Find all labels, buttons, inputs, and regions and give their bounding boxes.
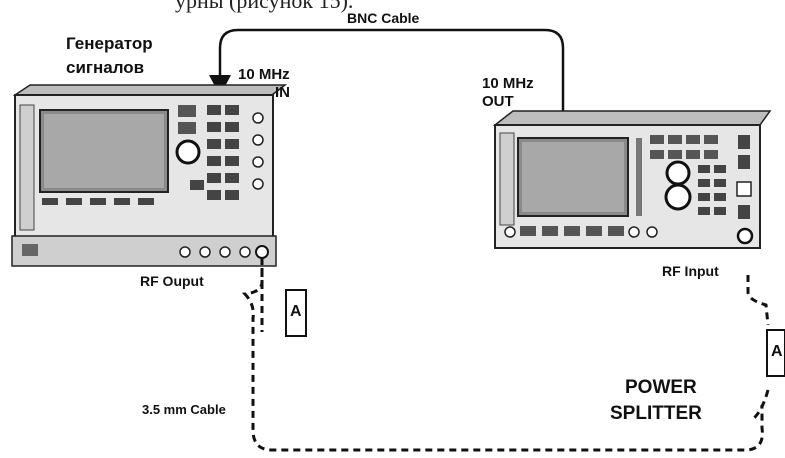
analyzer-instrument <box>492 110 772 249</box>
attenuator-left-body <box>285 289 307 337</box>
ref-in-label-line2: IN <box>275 84 290 101</box>
signal-generator-instrument <box>11 84 288 267</box>
page-caption: урны (рисунок 15). <box>175 0 354 13</box>
power-splitter-label-line2: SPLITTER <box>610 403 702 424</box>
rf-cable-paths <box>241 258 770 452</box>
rf-input-label: RF Input <box>662 263 719 279</box>
ref-in-label-line1: 10 MHz <box>238 66 290 83</box>
rf-output-label: RF Ouput <box>140 273 204 289</box>
attenuator-right-body <box>766 329 785 377</box>
generator-label-line1: Генератор <box>66 34 153 53</box>
splitter-right-cable <box>751 389 770 422</box>
power-splitter-label-line1: POWER <box>625 377 697 398</box>
ref-out-label-line2: OUT <box>482 93 514 110</box>
attenuator-right-label: A <box>771 343 783 360</box>
right-atten-cable <box>746 275 770 326</box>
attenuator-left-label: A <box>290 303 302 320</box>
bnc-cable-label: BNC Cable <box>347 10 420 26</box>
cable-35mm-label: 3.5 mm Cable <box>142 402 226 417</box>
generator-label-line2: сигналов <box>66 58 145 77</box>
left-atten-cable <box>241 268 764 452</box>
ref-out-label-line1: 10 MHz <box>482 75 534 92</box>
bnc-cable-line <box>218 28 565 118</box>
